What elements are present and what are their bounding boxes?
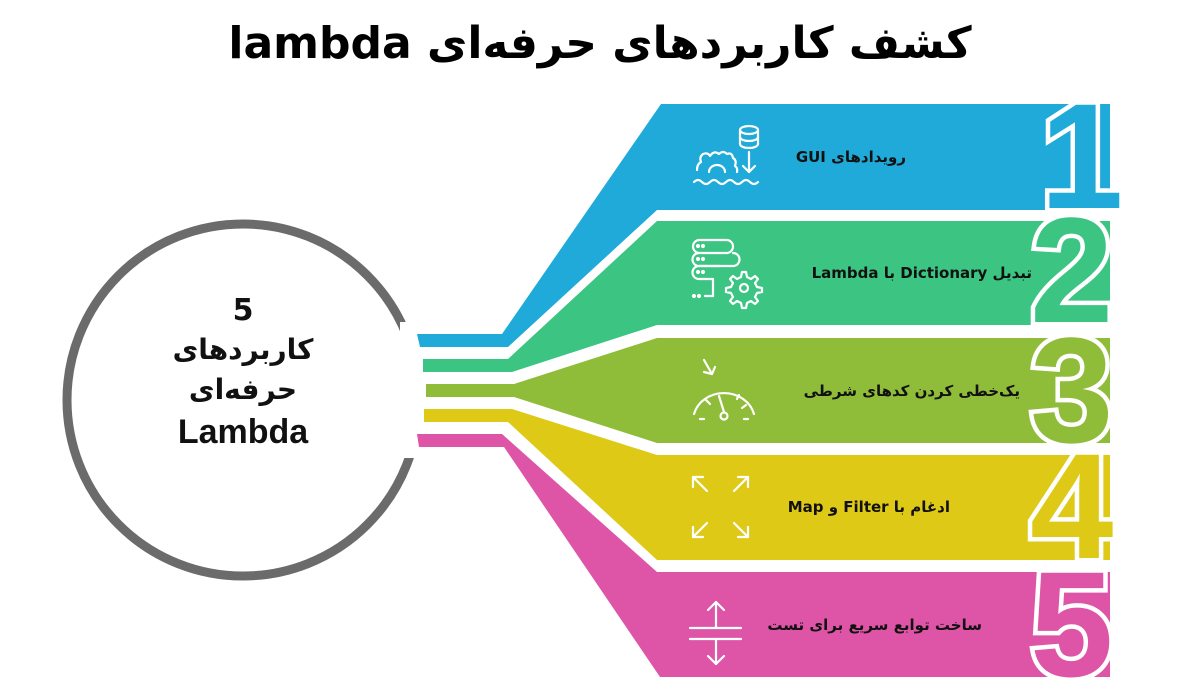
big-number-5: 5 <box>1030 540 1113 700</box>
server-gear-icon <box>691 238 764 310</box>
big-number-4: 4 <box>1030 422 1113 590</box>
page-title: کشف کاربردهای حرفه‌ای lambda <box>228 18 972 69</box>
center-line-3: Lambda <box>177 413 309 451</box>
item-label-1: رویدادهای GUI <box>795 148 906 166</box>
center-caption: 5 کاربردهای حرفه‌ای Lambda <box>83 292 403 454</box>
item-label-3: یک‌خطی کردن کدهای شرطی <box>803 382 1020 400</box>
item-label-2: تبدیل Dictionary با Lambda <box>811 264 1032 282</box>
vertical-resize-icon <box>688 600 743 666</box>
band-4 <box>424 409 1110 560</box>
big-number-1: 1 <box>1040 72 1123 240</box>
band-3 <box>426 338 1110 443</box>
speedometer-icon <box>692 358 756 421</box>
item-label-5: ساخت توابع سریع برای تست <box>767 616 982 634</box>
center-line-1: کاربردهای <box>172 333 314 366</box>
item-label-4: ادغام با Filter و Map <box>787 498 950 516</box>
center-number: 5 <box>232 293 254 328</box>
band-5 <box>417 434 1110 677</box>
center-line-2: حرفه‌ای <box>188 373 298 406</box>
band-1 <box>417 104 1110 347</box>
band-2 <box>423 221 1110 372</box>
big-number-3: 3 <box>1030 306 1113 474</box>
big-number-2: 2 <box>1030 186 1113 354</box>
gear-database-arrow-icon <box>692 124 760 186</box>
expand-arrows-icon <box>691 475 750 539</box>
